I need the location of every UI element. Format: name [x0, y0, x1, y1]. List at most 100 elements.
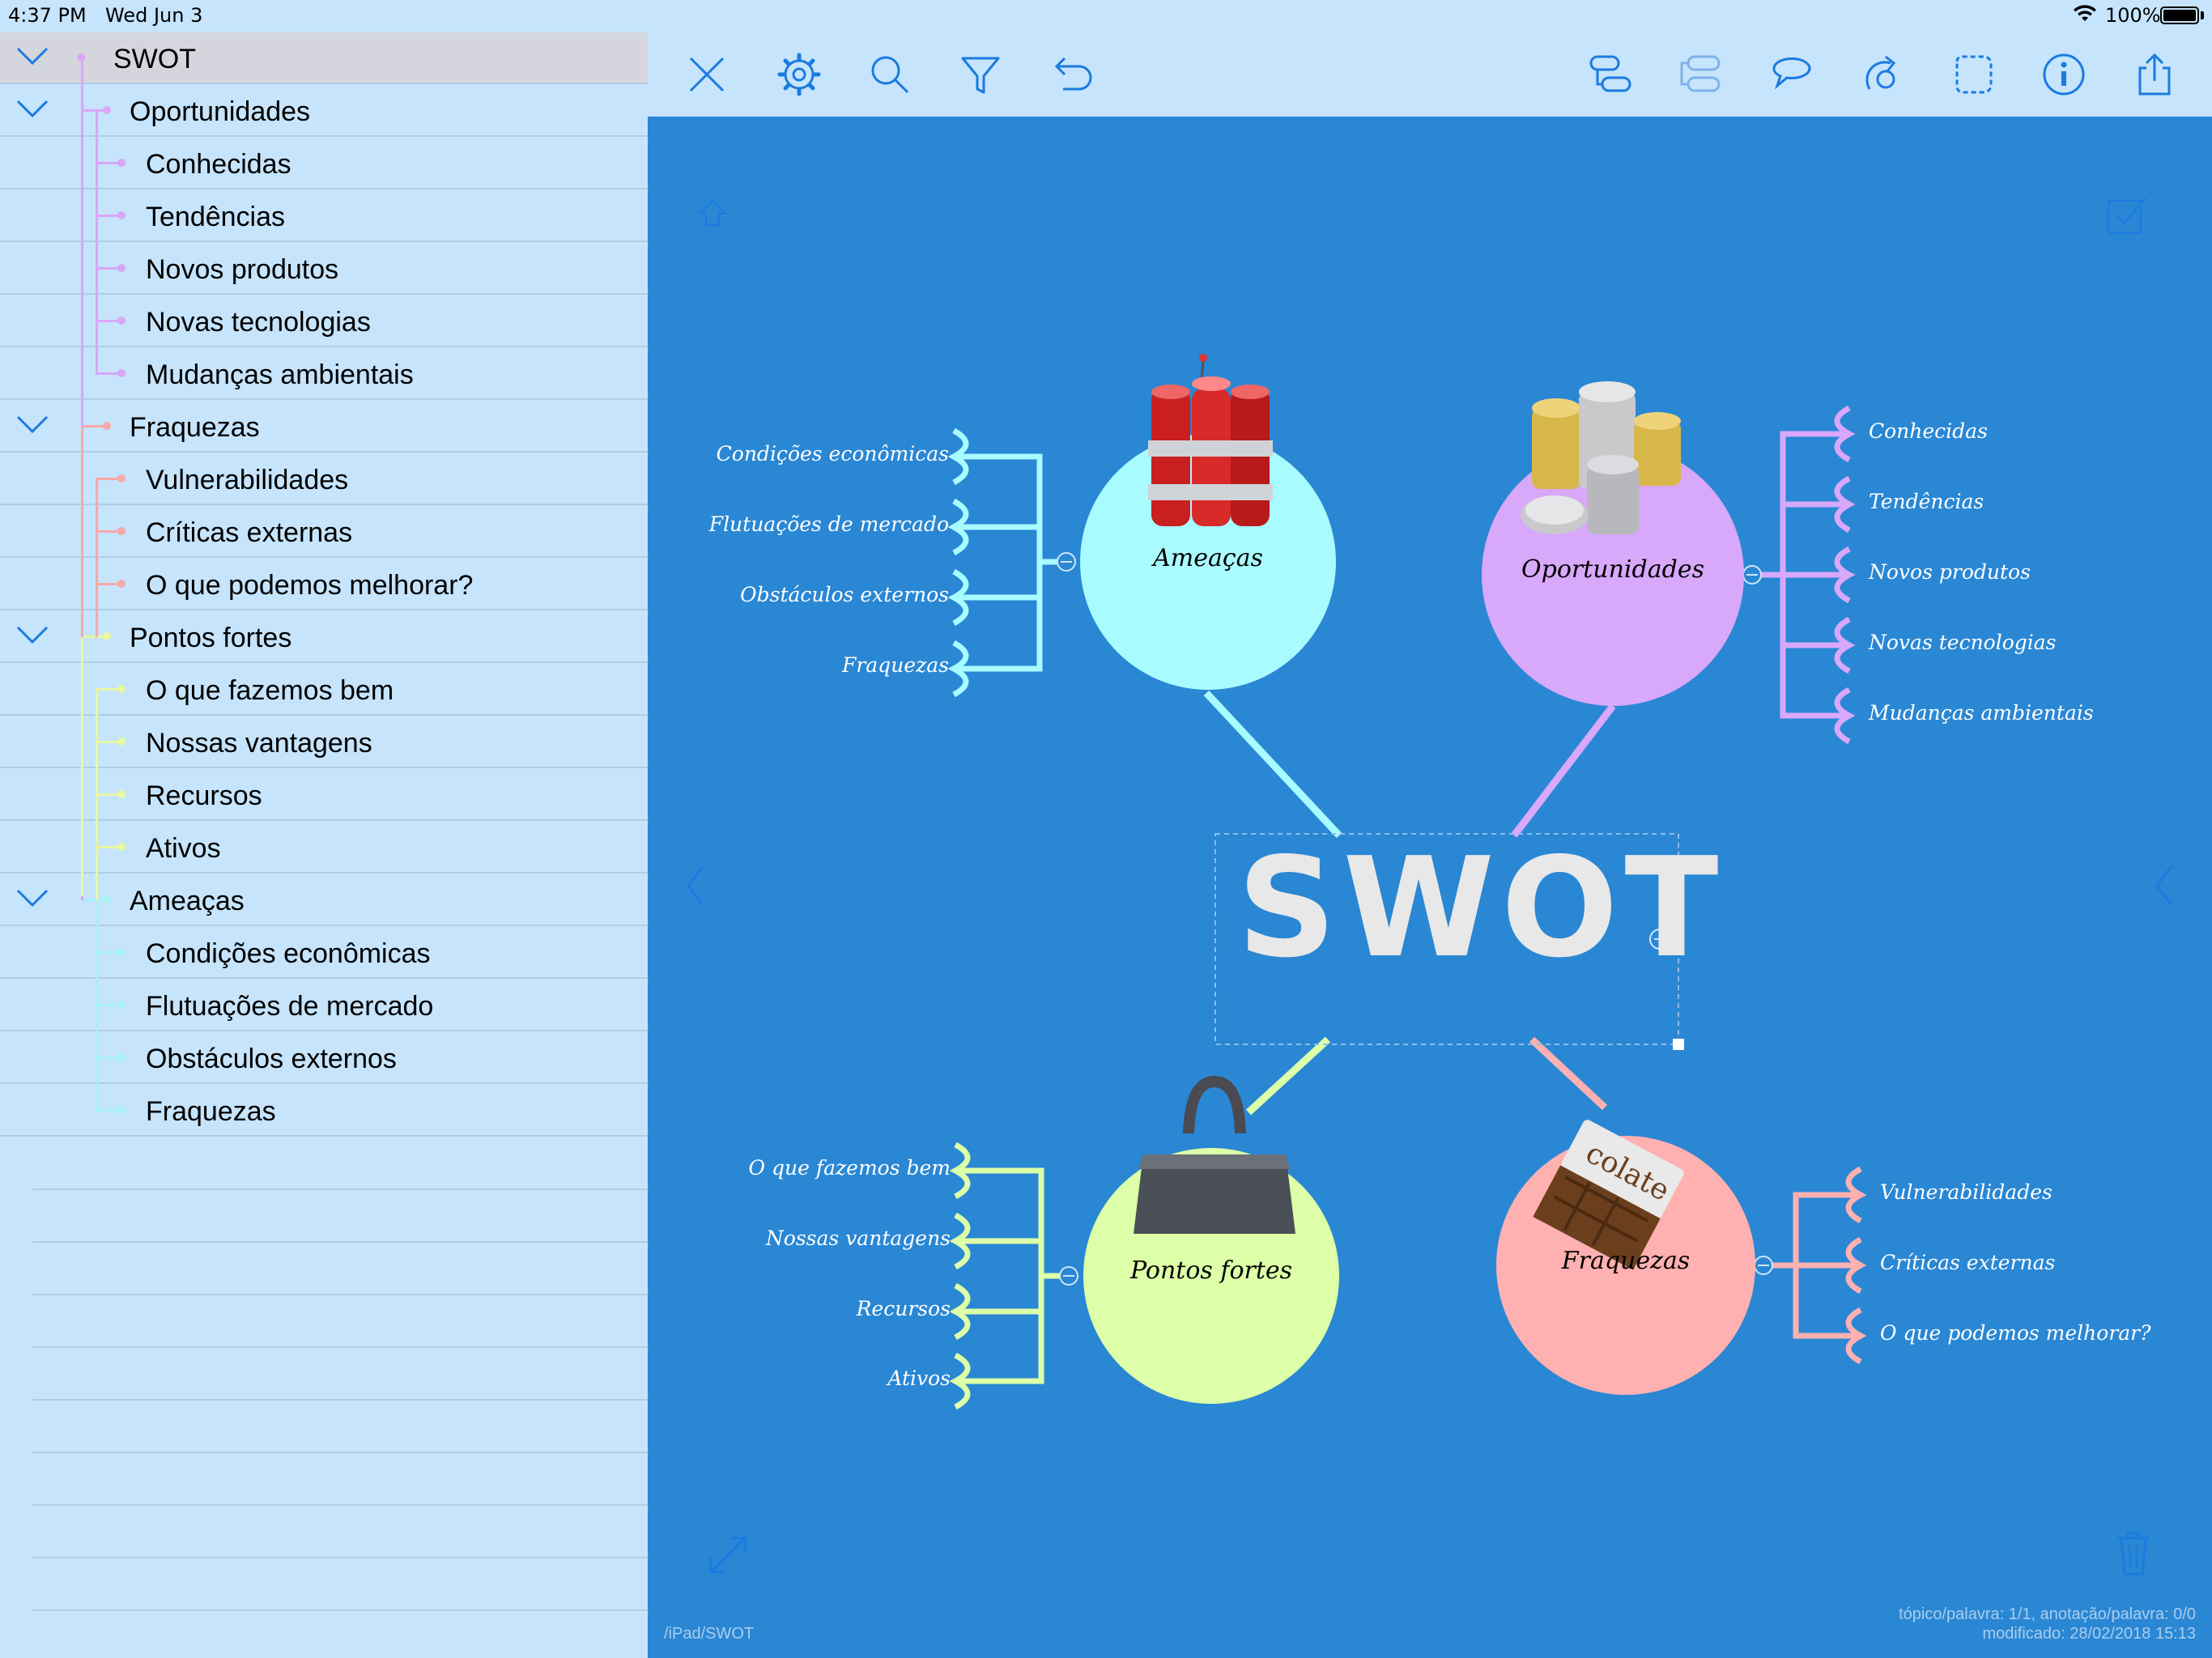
next-page-icon[interactable] — [2152, 861, 2176, 910]
row-separator — [0, 504, 648, 505]
share-button[interactable] — [2126, 49, 2183, 100]
add-sibling-button[interactable] — [1673, 49, 1729, 100]
go-home-icon[interactable] — [696, 198, 729, 230]
leaf-o-que-podemos-melhorar[interactable]: O que podemos melhorar? — [1880, 1321, 2151, 1345]
leaf-vulnerabilidades[interactable]: Vulnerabilidades — [1880, 1180, 2052, 1204]
modified-date: modificado: 28/02/2018 15:13 — [1982, 1625, 2196, 1643]
leaf-tendencias[interactable]: Tendências — [1869, 490, 1984, 513]
search-button[interactable] — [861, 49, 918, 100]
chevron-down-icon[interactable] — [16, 47, 49, 66]
filter-button[interactable] — [952, 49, 1009, 100]
expand-icon[interactable] — [706, 1533, 750, 1577]
leaf-fraquezas[interactable]: Fraquezas — [841, 653, 949, 677]
settings-button[interactable] — [771, 49, 827, 100]
outline-subtopic[interactable]: Tendências — [0, 190, 648, 242]
boundary-button[interactable] — [1945, 49, 2001, 100]
outline-connector — [81, 636, 107, 638]
leaf-ativos[interactable]: Ativos — [887, 1367, 951, 1390]
resize-handle — [1673, 1039, 1684, 1050]
undo-button[interactable] — [1043, 49, 1100, 100]
outline-subtopic[interactable]: Críticas externas — [0, 506, 648, 558]
outline-label: Oportunidades — [130, 96, 311, 127]
outline-label: Condições econômicas — [146, 938, 431, 969]
row-separator — [0, 819, 648, 821]
outline-subtopic[interactable]: Mudanças ambientais — [0, 348, 648, 400]
close-button[interactable] — [678, 49, 735, 100]
outline-label: Pontos fortes — [130, 623, 292, 653]
outline-topic[interactable]: Ameaças — [0, 874, 648, 926]
leaf-mudancas-ambientais[interactable]: Mudanças ambientais — [1869, 701, 2094, 725]
wifi-icon — [2074, 5, 2096, 21]
empty-row-separator — [32, 1504, 648, 1506]
outline-topic[interactable]: Fraquezas — [0, 401, 648, 453]
add-subtopic-button[interactable] — [1582, 49, 1639, 100]
status-bar: 4:37 PM Wed Jun 3 100% — [0, 0, 2212, 32]
trash-icon[interactable] — [2113, 1528, 2154, 1577]
outline-label: O que podemos melhorar? — [146, 570, 474, 601]
outline-dot — [117, 159, 125, 167]
row-separator — [0, 135, 648, 137]
chevron-down-icon[interactable] — [16, 889, 49, 908]
leaf-recursos[interactable]: Recursos — [856, 1297, 951, 1320]
outline-topic[interactable]: Pontos fortes — [0, 611, 648, 663]
previous-page-icon[interactable] — [683, 861, 708, 910]
outline-subtopic[interactable]: Obstáculos externos — [0, 1032, 648, 1084]
outline-subtopic[interactable]: Novos produtos — [0, 243, 648, 295]
leaf-criticas-externas[interactable]: Críticas externas — [1880, 1251, 2056, 1274]
outline-subtopic[interactable]: O que fazemos bem — [0, 664, 648, 716]
center-selection-box — [1214, 833, 1679, 1045]
outline-subtopic[interactable]: Recursos — [0, 769, 648, 821]
empty-row-separator — [32, 1452, 648, 1453]
topic-fraquezas[interactable]: Fraquezas — [1561, 1247, 1691, 1275]
info-button[interactable] — [2035, 49, 2092, 100]
outline-topic[interactable]: Oportunidades — [0, 85, 648, 137]
callout-button[interactable] — [1763, 49, 1820, 100]
outline-subtopic[interactable]: Condições econômicas — [0, 927, 648, 979]
outline-subtopic[interactable]: Ativos — [0, 822, 648, 874]
outline-subtopic[interactable]: Nossas vantagens — [0, 716, 648, 768]
outline-connector — [96, 215, 121, 217]
topic-pontos-fortes[interactable]: Pontos fortes — [1129, 1256, 1293, 1285]
undo-icon — [1054, 57, 1092, 91]
outline-subtopic[interactable]: Novas tecnologias — [0, 295, 648, 347]
outline-dot — [103, 106, 111, 114]
outline-dot — [117, 580, 125, 588]
chevron-down-icon[interactable] — [16, 415, 49, 435]
chevron-down-icon[interactable] — [16, 626, 49, 645]
outline-tree-line — [96, 900, 98, 1111]
outline-dot — [117, 211, 125, 219]
outline-subtopic[interactable]: Flutuações de mercado — [0, 980, 648, 1031]
outline-connector — [96, 1056, 121, 1059]
leaf-nossas-vantagens[interactable]: Nossas vantagens — [765, 1226, 951, 1250]
leaf-o-que-fazemos-bem[interactable]: O que fazemos bem — [748, 1156, 951, 1180]
outline-subtopic[interactable]: Fraquezas — [0, 1085, 648, 1137]
outline-dot — [117, 1001, 125, 1009]
chevron-down-icon[interactable] — [16, 100, 49, 119]
leaf-novas-tecnologias[interactable]: Novas tecnologias — [1869, 631, 2057, 654]
outline-dot — [117, 264, 125, 272]
leaf-novos-produtos[interactable]: Novos produtos — [1869, 560, 2031, 584]
outline-connector — [96, 1109, 121, 1112]
leaf-obstaculos-externos[interactable]: Obstáculos externos — [740, 583, 949, 606]
outline-root[interactable]: SWOT — [0, 32, 648, 84]
topic-oportunidades[interactable]: Oportunidades — [1521, 555, 1704, 584]
branch-oportunidades — [1511, 704, 1616, 838]
outline-dot — [103, 895, 111, 903]
outline-tree-line — [81, 427, 83, 670]
outline-dot — [117, 738, 125, 746]
leaf-condicoes-economicas[interactable]: Condições econômicas — [716, 442, 949, 466]
boundary-icon — [1955, 55, 1993, 94]
relationship-button[interactable] — [1854, 49, 1911, 100]
outline-subtopic[interactable]: Conhecidas — [0, 138, 648, 189]
leaf-conhecidas[interactable]: Conhecidas — [1869, 419, 1988, 443]
outline-subtopic[interactable]: Vulnerabilidades — [0, 453, 648, 505]
outline-subtopic[interactable]: O que podemos melhorar? — [0, 559, 648, 610]
row-separator — [0, 398, 648, 400]
outline-connector — [96, 372, 121, 375]
leaf-flutuacoes-de-mercado[interactable]: Flutuações de mercado — [708, 512, 949, 536]
central-topic[interactable]: SWOT — [1237, 828, 1725, 988]
mindmap-canvas[interactable]: colate SWOT Ameaças Oportunidades Pontos… — [648, 117, 2212, 1658]
topic-ameacas[interactable]: Ameaças — [1153, 544, 1263, 572]
done-checkbox-icon[interactable] — [2105, 193, 2150, 238]
